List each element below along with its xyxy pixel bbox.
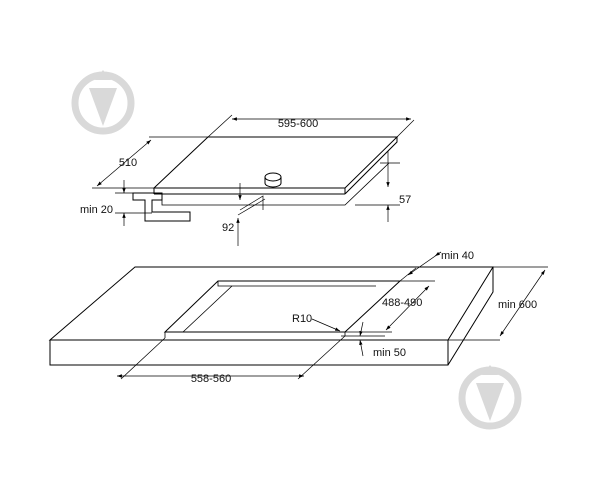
dim-worktop-depth-lines <box>448 266 548 341</box>
dim-hob-depth-lines <box>92 136 208 189</box>
watermark-logo-top <box>71 70 135 135</box>
dim-cutout-depth-lines <box>345 280 435 333</box>
dim-cutout-width-label: 558-560 <box>191 373 231 385</box>
dim-connection-offset-lines <box>236 183 266 246</box>
mounting-bracket <box>132 192 191 222</box>
dim-hob-width-lines <box>207 114 415 138</box>
dim-back-margin-lines <box>398 251 442 282</box>
worktop <box>48 266 494 366</box>
dim-hob-height-label: 57 <box>399 194 411 206</box>
dim-hob-depth-label: 510 <box>119 157 137 169</box>
watermark-logo-bottom <box>458 365 522 430</box>
dim-back-margin-label: min 40 <box>441 250 474 262</box>
dim-front-margin-lines <box>339 321 385 357</box>
dim-worktop-depth-label: min 600 <box>498 299 537 311</box>
dim-front-margin-label: min 50 <box>373 347 406 359</box>
dim-cutout-depth-label: 488-490 <box>382 297 422 309</box>
dim-bracket-clearance-label: min 20 <box>80 204 113 216</box>
worktop-cutout <box>163 280 402 338</box>
dim-corner-radius-lines <box>311 318 341 332</box>
dim-hob-height-lines <box>355 151 400 222</box>
dim-hob-width-label: 595-600 <box>278 118 318 130</box>
hob-body <box>152 136 399 206</box>
dim-bracket-clearance-lines <box>115 180 152 226</box>
dim-corner-radius-label: R10 <box>292 313 312 325</box>
dim-cutout-width-lines <box>117 335 346 380</box>
dim-connection-offset-label: 92 <box>222 222 234 234</box>
